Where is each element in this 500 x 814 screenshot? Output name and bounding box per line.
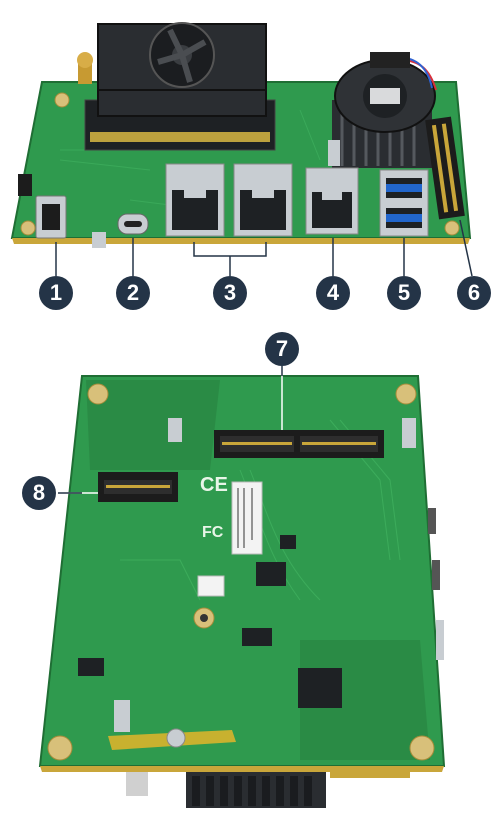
usb-c-icon (117, 213, 149, 235)
fan-icon (332, 52, 437, 168)
callout-number: 3 (223, 280, 237, 305)
ce-marking: CE (200, 474, 228, 496)
callout-badge-2: 2 (116, 276, 150, 310)
bottom-heatsink (186, 772, 326, 808)
callout-badge-4: 4 (316, 276, 350, 310)
main-chip (298, 668, 342, 708)
fan-icon (97, 22, 267, 117)
pin-header-icon (425, 116, 465, 220)
callout-badge-8: 8 (22, 476, 56, 510)
rj45-icon (165, 163, 225, 237)
rj45-icon (233, 163, 293, 237)
fcc-marking: FC (202, 524, 224, 541)
callout-number: 8 (32, 480, 46, 505)
connector-icon (214, 430, 384, 458)
top-board-view (10, 22, 472, 248)
serial-label-sticker (231, 481, 263, 555)
callout-badge-7: 7 (265, 332, 299, 366)
callout-number: 7 (275, 336, 289, 361)
callout-badge-3: 3 (213, 276, 247, 310)
callout-badge-5: 5 (387, 276, 421, 310)
bottom-board-view (38, 375, 446, 808)
m2-slot-icon (98, 472, 178, 502)
callout-leaders-top (55, 219, 473, 277)
rj45-icon (305, 167, 359, 235)
callout-number: 2 (126, 280, 140, 305)
callout-number: 1 (49, 280, 63, 305)
callout-number: 5 (397, 280, 411, 305)
callout-leaders-bottom-outer (58, 366, 283, 494)
callout-badge-6: 6 (457, 276, 491, 310)
callout-badge-1: 1 (39, 276, 73, 310)
usb-icon (379, 169, 429, 237)
callout-number: 6 (467, 280, 481, 305)
callout-number: 4 (326, 280, 340, 305)
hdmi-icon (35, 195, 67, 239)
